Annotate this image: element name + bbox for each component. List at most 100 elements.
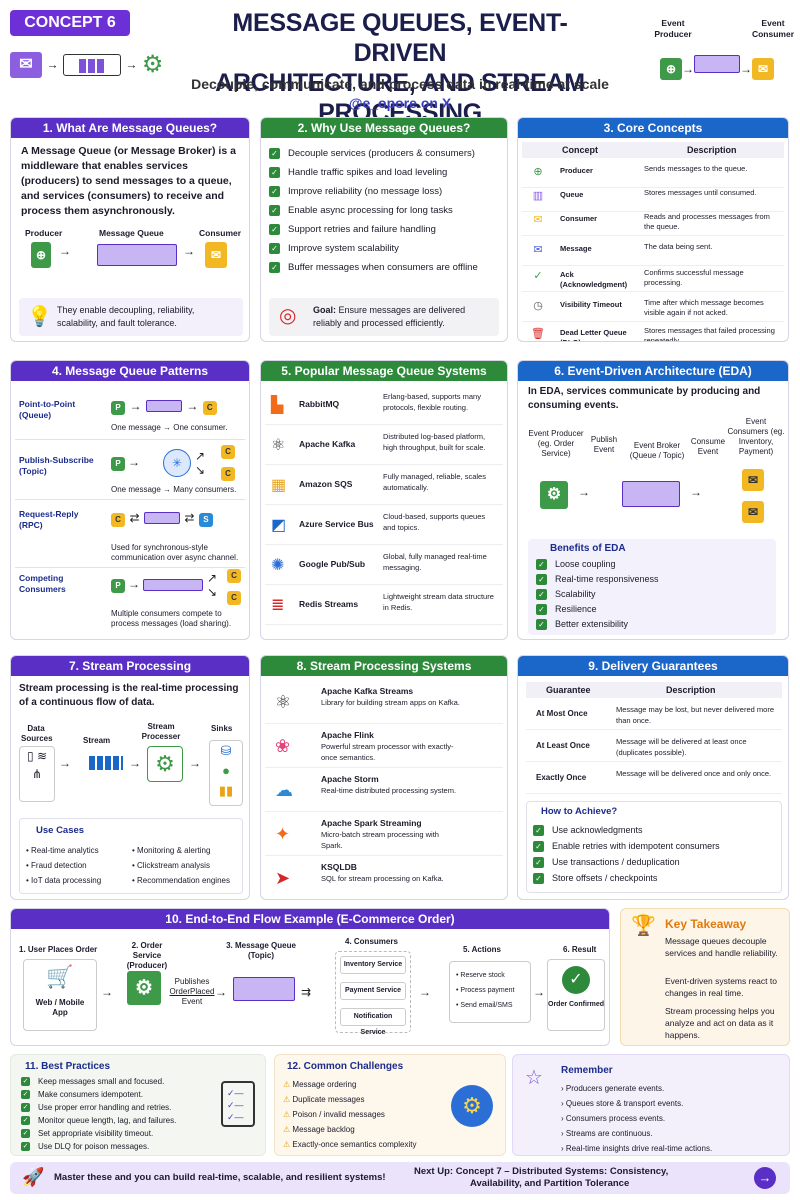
queue-icon — [143, 511, 180, 524]
trash-icon: 🗑 — [531, 328, 545, 340]
section-body: In EDA, services communicate by producin… — [528, 386, 761, 411]
broker-queue-icon — [622, 481, 680, 507]
remember-box: ☆ Remember › Producers generate events. … — [512, 1054, 790, 1156]
queue-icon: ▥ — [532, 190, 544, 202]
section-event-driven-architecture: 6. Event-Driven Architecture (EDA) In ED… — [517, 360, 789, 640]
list-item: ✓Use DLQ for poison messages. — [21, 1142, 150, 1152]
system-desc: Fully managed, reliable, scales automati… — [383, 472, 486, 492]
list-item: ✓Enable async processing for long tasks — [269, 201, 499, 220]
list-item: ✓Use proper error handling and retries. — [21, 1103, 172, 1113]
list-item: ➤ KSQLDB SQL for stream processing on Kafk… — [265, 858, 503, 899]
pattern-name: Point-to-Point (Queue) — [19, 399, 76, 420]
database-icon: ⛁ — [220, 743, 232, 758]
queue-icon — [62, 53, 121, 76]
step-label: 5. Actions — [463, 945, 501, 954]
table-header: Concept Description — [522, 142, 784, 158]
takeaway-p3: Stream processing helps you analyze and … — [665, 1006, 775, 1040]
consumer-icon: ✉ — [742, 501, 764, 523]
guarantee-desc: Message may be lost, but never delivered… — [616, 705, 774, 725]
how-to-achieve-box: How to Achieve? ✓Use acknowledgments ✓En… — [526, 801, 782, 893]
section-body: Stream processing is the real-time proce… — [19, 683, 239, 708]
list-item: › Queues store & transport events. — [561, 1099, 684, 1108]
header-icons-right: ⊕→→✉ — [660, 55, 796, 81]
takeaway-title: Key Takeaway — [665, 917, 747, 931]
queue-icon — [694, 55, 740, 73]
arrow-icon: → — [215, 985, 227, 999]
consumer-icon: C — [202, 401, 217, 415]
list-item: • IoT data processing — [26, 876, 102, 885]
use-cases-title: Use Cases — [36, 825, 85, 836]
check-icon: ✓ — [536, 559, 547, 571]
list-item: ✓Loose coupling — [536, 557, 659, 572]
system-name: Apache Storm — [321, 774, 379, 784]
guarantee-name: Exactly Once — [536, 773, 587, 782]
arrow-icon: → — [183, 244, 195, 258]
kafka-icon: ⚛ — [271, 437, 286, 454]
arrow-icon: → — [189, 756, 201, 770]
system-desc: SQL for stream processing on Kafka. — [321, 874, 444, 883]
check-icon: ✓ — [536, 589, 547, 601]
next-arrow-button[interactable]: → — [754, 1167, 776, 1189]
section-common-challenges: 12. Common Challenges ⚠ Message ordering… — [274, 1054, 506, 1156]
consumer-icon: C — [221, 445, 235, 459]
rabbitmq-icon: ▙ — [271, 397, 284, 414]
concept-name: Consumer — [560, 214, 598, 223]
concept-name: Dead Letter Queue (DLQ) — [560, 328, 627, 341]
footer-banner: 🚀 Master these and you can build real-ti… — [10, 1162, 790, 1194]
sources-label: Data Sources — [21, 724, 53, 743]
warning-icon: ⚠ — [283, 1125, 291, 1134]
consumer-icon: C — [221, 467, 235, 481]
queue-icon — [143, 579, 203, 591]
section-delivery-guarantees: 9. Delivery Guarantees Guarantee Descrip… — [517, 655, 789, 900]
processor-label: Stream Processer — [141, 722, 181, 741]
list-item: • Fraud detection — [26, 861, 87, 870]
section-title: 1. What Are Message Queues? — [11, 118, 249, 138]
concept-desc: Sends messages to the queue. — [644, 164, 748, 173]
producer-icon: ⊕ — [533, 166, 543, 178]
benefits-title: Benefits of EDA — [550, 543, 626, 554]
system-name: Apache Kafka — [299, 439, 356, 449]
competing-consumers-diagram: P → ↗ ↘ C C — [111, 569, 249, 605]
note-box: 💡 They enable decoupling, reliability, s… — [19, 298, 243, 336]
arrow-icon: → — [682, 62, 694, 76]
pub-sub-diagram: P → ✳ ↗ ↘ C C — [111, 445, 249, 483]
consumer-service: Inventory Service — [340, 956, 406, 974]
list-item: › Producers generate events. — [561, 1084, 665, 1093]
section-title: 8. Stream Processing Systems — [261, 656, 507, 676]
takeaway-p1: Message queues decouple services and han… — [665, 936, 778, 958]
consumer-service: Payment Service — [340, 982, 406, 1000]
list-item: ✓Use acknowledgments — [533, 822, 720, 838]
divider — [15, 499, 245, 500]
ksqldb-icon: ➤ — [275, 868, 291, 888]
arrow-icon: → — [125, 57, 138, 72]
section-body: A Message Queue (or Message Broker) is a… — [21, 145, 236, 217]
list-item: ⚠ Exactly-once semantics complexity — [283, 1140, 417, 1149]
arrow-icon: → — [419, 985, 431, 999]
check-icon: ✓ — [536, 604, 547, 616]
consumer-icon: ✉ — [205, 242, 227, 268]
spark-icon: ✦ — [275, 824, 291, 844]
section-popular-mq-systems: 5. Popular Message Queue Systems ▙Rabbit… — [260, 360, 508, 640]
list-item: ✓Enable retries with idempotent consumer… — [533, 838, 720, 854]
concept-badge: CONCEPT 6 — [10, 10, 130, 36]
benefits-box: Benefits of EDA ✓Loose coupling ✓Real-ti… — [528, 539, 776, 635]
app-label: Web / Mobile App — [35, 998, 85, 1017]
arrow-icon: → — [46, 57, 59, 72]
arrow-icon: ⇉ — [301, 985, 312, 999]
arrow-icon: → — [533, 985, 545, 999]
producer-icon: ⚙ — [540, 481, 568, 509]
system-name: KSQLDB — [321, 862, 357, 872]
gear-icon: ⚙ — [141, 51, 164, 78]
system-desc: Cloud-based, supports queues and topics. — [383, 512, 486, 532]
divider — [15, 567, 245, 568]
list-item: ✓Monitor queue length, lag, and failures… — [21, 1116, 177, 1126]
check-icon: ✓ — [533, 841, 544, 853]
list-item: • Real-time analytics — [26, 846, 99, 855]
